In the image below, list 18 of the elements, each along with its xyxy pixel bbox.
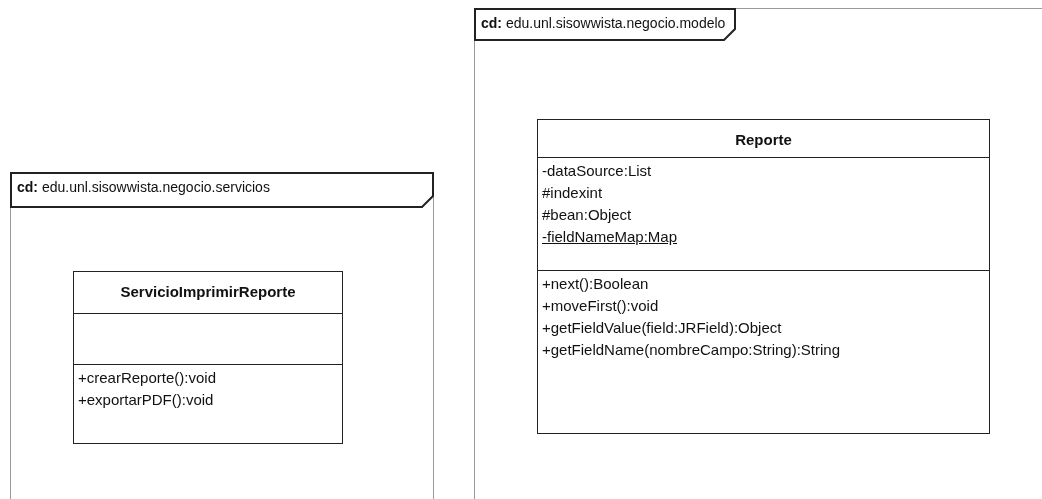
method-text: +moveFirst():void xyxy=(542,296,659,316)
package-name: cd: edu.unl.sisowwista.negocio.modelo xyxy=(481,15,726,31)
attribute-text: -dataSource:List xyxy=(542,161,652,181)
class-box xyxy=(73,271,343,444)
class-name: ServicioImprimirReporte xyxy=(119,282,297,302)
class-box xyxy=(537,119,990,434)
method-text: +next():Boolean xyxy=(542,274,649,294)
method-text: +exportarPDF():void xyxy=(78,390,214,410)
method-text: +getFieldValue(field:JRField):Object xyxy=(542,318,782,338)
method-text: +getFieldName(nombreCampo:String):String xyxy=(542,340,841,360)
attribute-text: #bean:Object xyxy=(542,205,632,225)
class-name: Reporte xyxy=(734,130,793,150)
package-frame xyxy=(474,8,1042,499)
method-text: +crearReporte():void xyxy=(78,368,216,388)
attribute-text: -fieldNameMap:Map xyxy=(542,227,678,247)
package-name: cd: edu.unl.sisowwista.negocio.servicios xyxy=(17,179,270,195)
attribute-text: #indexint xyxy=(542,183,603,203)
package-frame xyxy=(10,172,434,499)
